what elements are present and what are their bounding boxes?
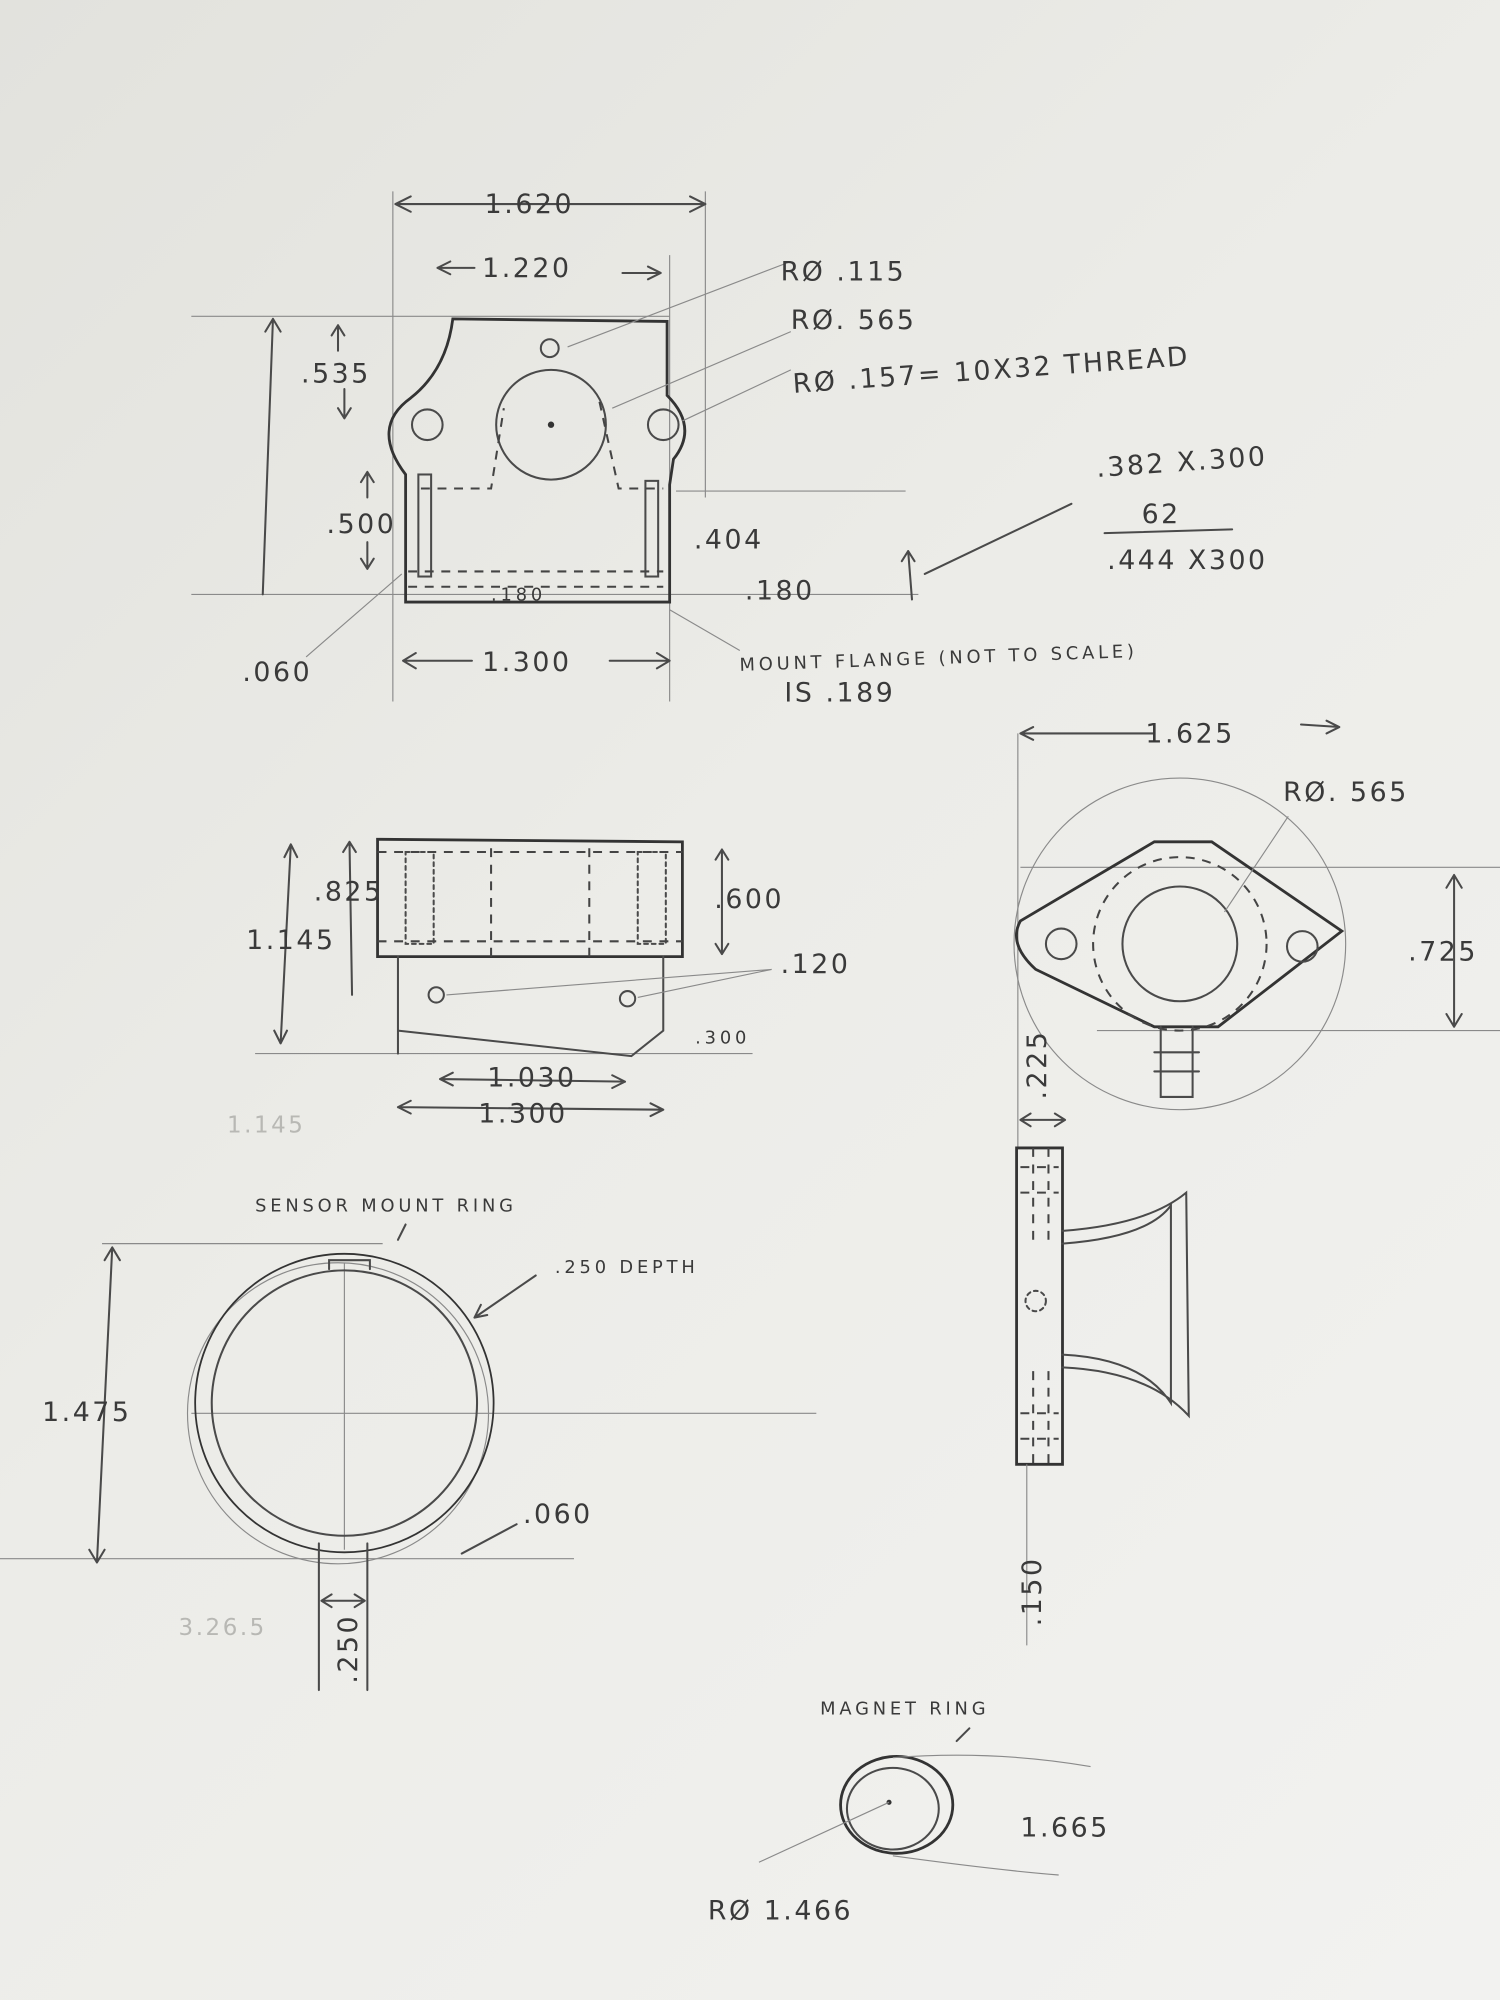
calc-line-2: 62 — [1142, 499, 1181, 530]
dim-wall: .060 — [242, 657, 312, 688]
dim-bottom-depth: .150 — [1017, 1556, 1048, 1626]
dim-width: 1.625 — [1145, 718, 1234, 749]
magnet-dim: 1.665 — [1020, 1813, 1109, 1844]
dim-width-overall: 1.620 — [485, 189, 574, 220]
magnet-title: MAGNET RING — [820, 1698, 989, 1719]
dim-upper-height: .825 — [314, 877, 384, 908]
dim-top-depth: .225 — [1022, 1030, 1053, 1100]
dim-ear-height: .535 — [301, 359, 371, 390]
faint-note: 3.26.5 — [179, 1615, 267, 1641]
dim-width-holes: 1.220 — [482, 253, 571, 284]
magnet-radius: RØ 1.466 — [708, 1896, 853, 1927]
dim-flange-inner: .180 — [491, 585, 546, 606]
dim-height: .725 — [1408, 936, 1478, 967]
ring-depth: .250 DEPTH — [555, 1257, 699, 1278]
calc-line-1: .382 X.300 — [1095, 441, 1268, 484]
sensor-mount-ring: SENSOR MOUNT RING .250 DEPTH 1.475 .060 … — [0, 1196, 817, 1692]
dim-inner-height: .404 — [694, 524, 764, 555]
side-view: .825 1.145 .600 .120 .300 1.030 1.300 1.… — [227, 837, 851, 1139]
flange-note-2: IS .189 — [784, 678, 895, 709]
dim-base-width: 1.300 — [482, 647, 571, 678]
dim-bottom: .300 — [695, 1027, 750, 1048]
note-thread: RØ .157= 10X32 THREAD — [792, 341, 1191, 400]
magnet-ring: MAGNET RING 1.665 RØ 1.466 — [708, 1698, 1109, 1927]
dim-slot-height: .500 — [327, 509, 397, 540]
note-bore: RØ. 565 — [791, 305, 917, 336]
faint-note: 1.145 — [227, 1113, 305, 1139]
dim-flange-right: .180 — [745, 575, 815, 606]
dim-right-height: .600 — [714, 884, 784, 915]
dim-total-height: 1.145 — [246, 925, 335, 956]
calc-line-3: .444 X300 — [1107, 545, 1267, 576]
right-view: 1.625 RØ. 565 .725 .225 .150 — [1013, 718, 1500, 1646]
flange-note: MOUNT FLANGE (NOT TO SCALE) — [739, 641, 1138, 676]
note-hole-small: RØ .115 — [781, 257, 907, 288]
ring-wall: .060 — [523, 1499, 593, 1530]
ring-title: SENSOR MOUNT RING — [255, 1196, 517, 1217]
dim-hole-spacing: 1.030 — [487, 1063, 576, 1094]
ring-diameter: 1.475 — [42, 1397, 131, 1428]
flange-top-view: 1.620 1.220 RØ .115 RØ. 565 RØ .157= 10X… — [191, 189, 1269, 709]
note-bore: RØ. 565 — [1283, 777, 1409, 808]
dim-width: 1.300 — [478, 1098, 567, 1129]
ring-tab: .250 — [333, 1614, 364, 1684]
dim-hole: .120 — [781, 949, 851, 980]
